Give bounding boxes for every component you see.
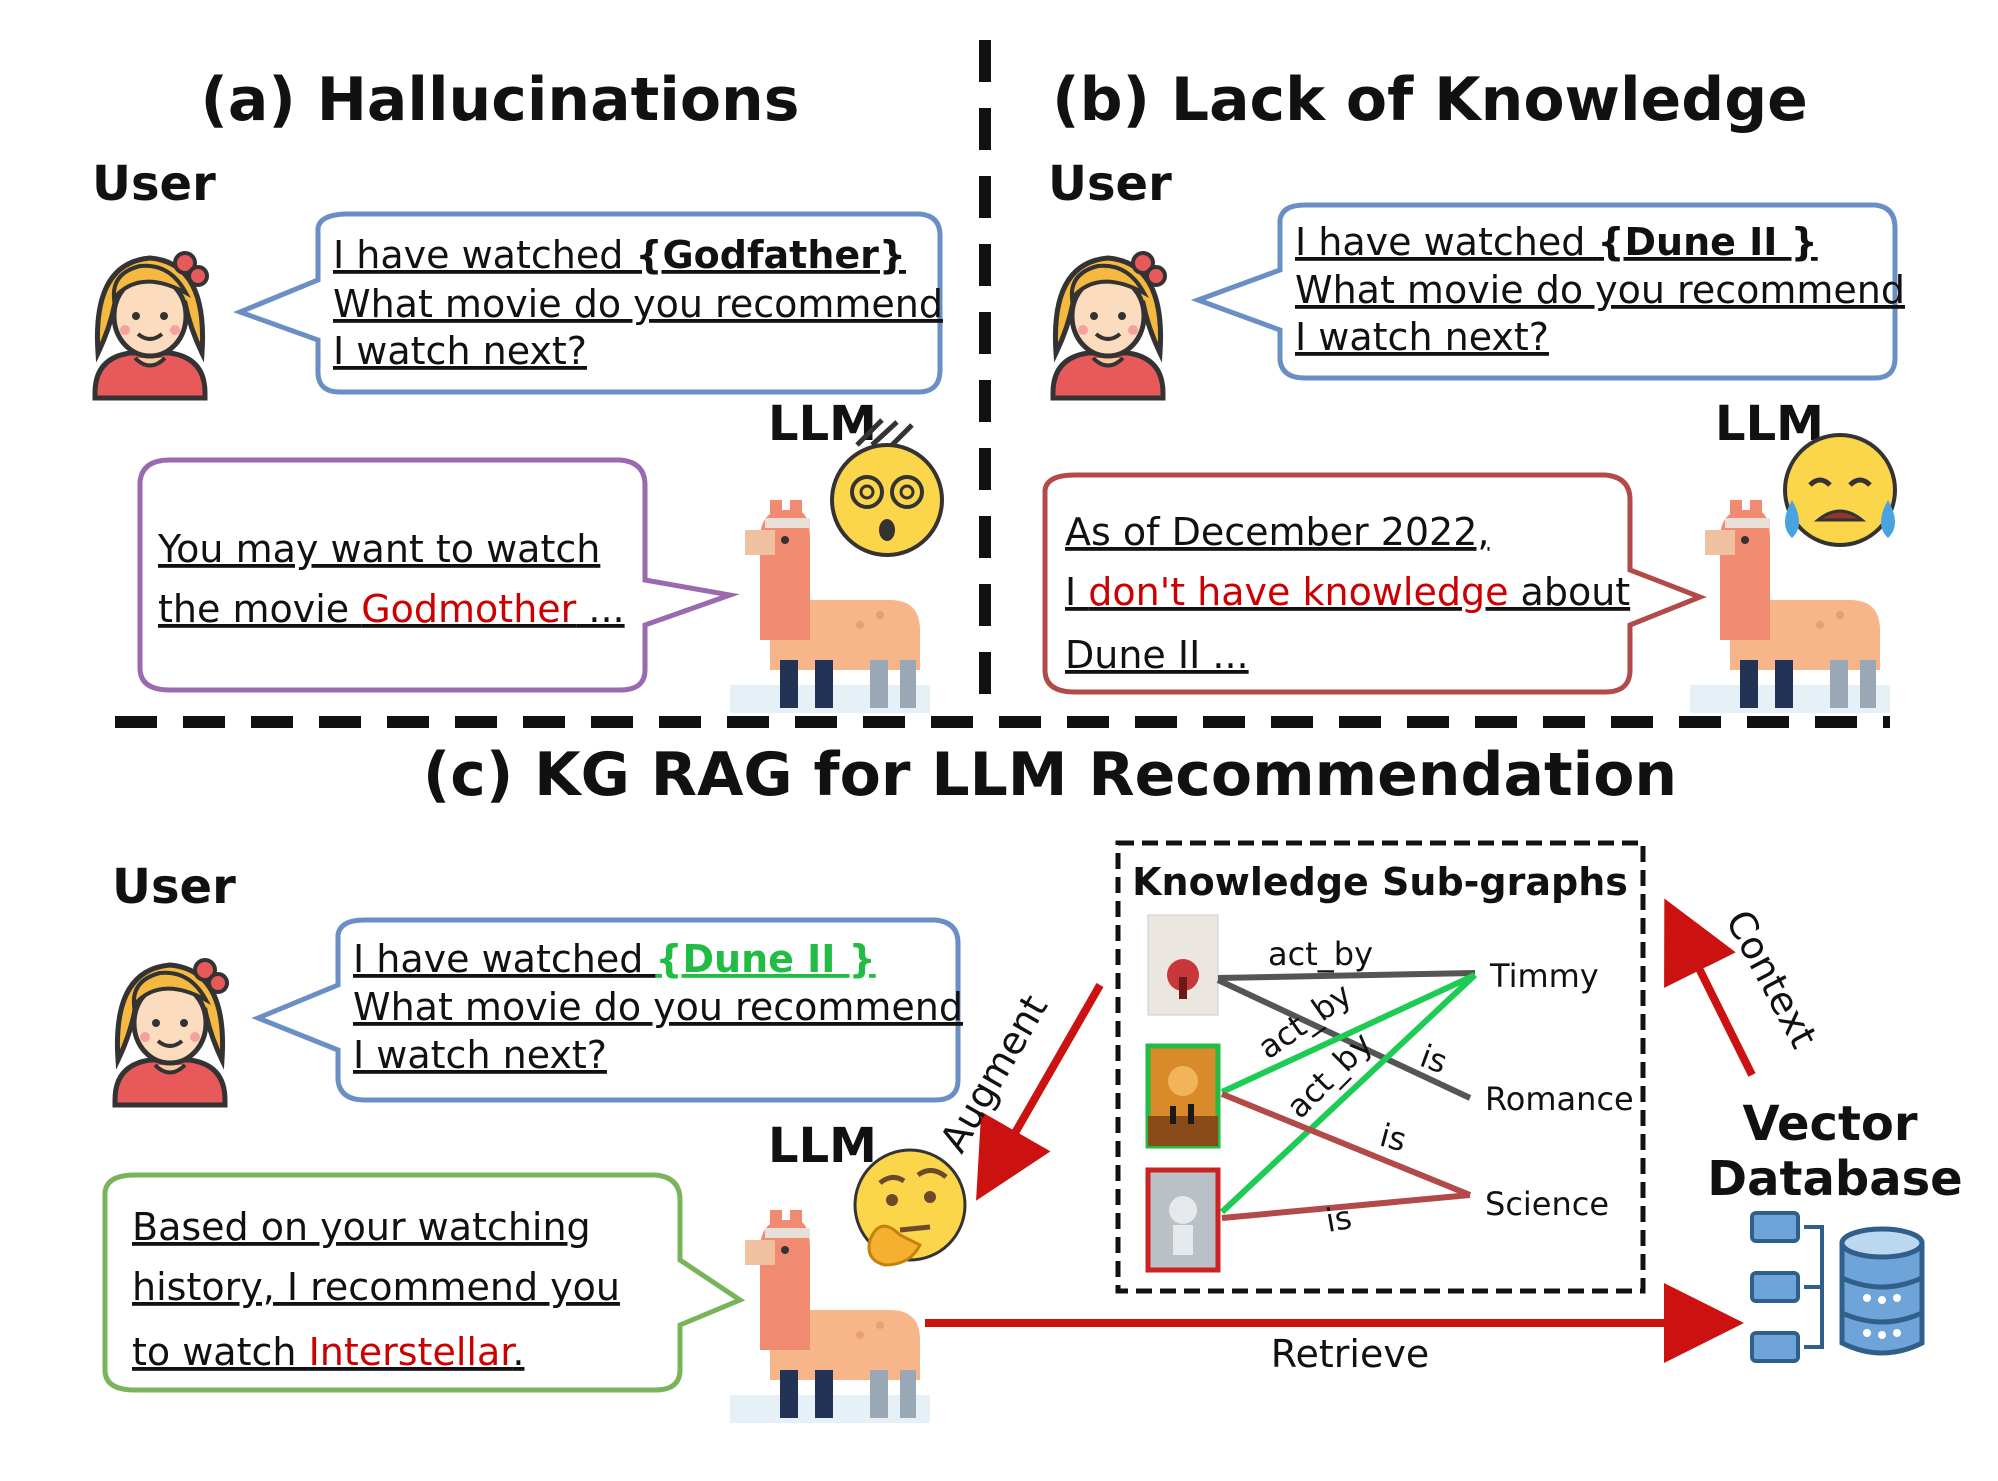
user-c-line3: I watch next? (353, 1033, 607, 1077)
panel-c-title: (c) KG RAG for LLM Recommendation (423, 740, 1677, 810)
llm-b-line2c: about (1508, 570, 1630, 614)
panel-b-title: (b) Lack of Knowledge (1052, 65, 1808, 135)
svg-text:I have watched {Dune II }: I have watched {Dune II } (353, 937, 876, 981)
retrieve-label: Retrieve (1271, 1332, 1429, 1376)
user-b-line2: What movie do you recommend (1295, 268, 1905, 312)
llm-c-line3c: . (512, 1330, 524, 1374)
llm-b-line3: Dune II ... (1065, 633, 1249, 677)
kg-subgraph-box (1115, 840, 1646, 1294)
vector-db-label-1: Vector (1742, 1096, 1917, 1152)
movie-poster-icon (1145, 1043, 1221, 1149)
svg-text:I have watched {Dune II }: I have watched {Dune II } (1295, 220, 1818, 264)
edge-green-2 (1219, 972, 1478, 1215)
llm-b-line1: As of December 2022, (1065, 510, 1490, 554)
svg-text:to watch Interstellar.: to watch Interstellar. (132, 1330, 524, 1374)
edge-brown-1 (1220, 1091, 1472, 1198)
llm-c-line3a: to watch (132, 1330, 309, 1374)
llm-c-movie: Interstellar (309, 1330, 517, 1374)
edge-label-act-by-1: act_by (1268, 935, 1373, 973)
panel-c: (c) KG RAG for LLM Recommendation User I… (102, 740, 1963, 1423)
panel-c-llm-label: LLM (768, 1118, 877, 1174)
llm-bubble-c (102, 1172, 746, 1393)
context-arrow (1664, 898, 1756, 1077)
llm-c-line2: history, I recommend you (132, 1265, 620, 1309)
user-a-movie: {Godfather} (635, 233, 906, 277)
edge-gray-2 (1216, 977, 1472, 1101)
user-avatar-icon (1053, 253, 1165, 398)
llm-b-red-text: don't have knowledge (1088, 570, 1508, 614)
panel-a-title: (a) Hallucinations (200, 65, 799, 135)
user-bubble-b (1190, 202, 1898, 381)
user-a-line3: I watch next? (333, 329, 587, 373)
movie-poster-icon (1147, 914, 1219, 1016)
svg-text:the movie Godmother ...: the movie Godmother ... (158, 587, 625, 631)
kg-node-romance: Romance (1485, 1080, 1634, 1118)
augment-arrow (976, 983, 1104, 1201)
vector-db-label-2: Database (1707, 1151, 1962, 1207)
dizzy-face-icon (830, 418, 944, 557)
panel-b-llm-label: LLM (1715, 396, 1824, 452)
panel-a-user-label: User (92, 156, 216, 212)
user-bubble-c (251, 917, 961, 1103)
user-a-line1: I have watched (333, 233, 635, 277)
thinking-face-icon (853, 1148, 967, 1267)
llm-a-line1: You may want to watch (157, 527, 600, 571)
panel-b-user-label: User (1048, 156, 1172, 212)
user-a-line2: What movie do you recommend (333, 282, 943, 326)
user-avatar-icon (115, 960, 227, 1105)
llm-b-line2a: I (1065, 570, 1088, 614)
llm-a-line2c: ... (576, 587, 624, 631)
panel-a: (a) Hallucinations User I have watched {… (92, 65, 944, 713)
panel-c-user-label: User (112, 859, 236, 915)
edge-brown-2 (1221, 1192, 1471, 1221)
llm-c-line1: Based on your watching (132, 1205, 591, 1249)
user-b-line3: I watch next? (1295, 315, 1549, 359)
user-avatar-icon (95, 253, 207, 398)
edge-green-1 (1220, 972, 1477, 1095)
user-b-movie: {Dune II } (1597, 220, 1817, 264)
movie-poster-icon (1145, 1167, 1221, 1273)
panel-b: (b) Lack of Knowledge User I have watche… (1042, 65, 1905, 713)
kg-title: Knowledge Sub-graphs (1132, 860, 1628, 904)
user-c-line1: I have watched (353, 937, 655, 981)
edge-label-is-2: is (1376, 1116, 1411, 1159)
llm-bubble-b (1042, 472, 1707, 695)
llm-a-line2a: the movie (158, 587, 361, 631)
crying-face-icon (1783, 433, 1897, 547)
edge-gray-1 (1217, 970, 1476, 981)
kg-node-science: Science (1485, 1185, 1609, 1223)
llm-a-movie: Godmother (361, 587, 576, 631)
user-c-line2: What movie do you recommend (353, 985, 963, 1029)
kg-node-timmy: Timmy (1489, 957, 1599, 995)
user-b-line1: I have watched (1295, 220, 1597, 264)
user-c-movie: {Dune II } (655, 937, 875, 981)
kg-edges (1216, 970, 1478, 1221)
svg-text:I don't have knowledge about: I don't have knowledge about (1065, 570, 1630, 614)
server-icon (1750, 1211, 1824, 1363)
user-bubble-a (233, 211, 943, 395)
database-icon (1839, 1226, 1925, 1356)
llm-bubble-a (137, 457, 740, 693)
svg-text:I have watched {Godfather}: I have watched {Godfather} (333, 233, 906, 277)
